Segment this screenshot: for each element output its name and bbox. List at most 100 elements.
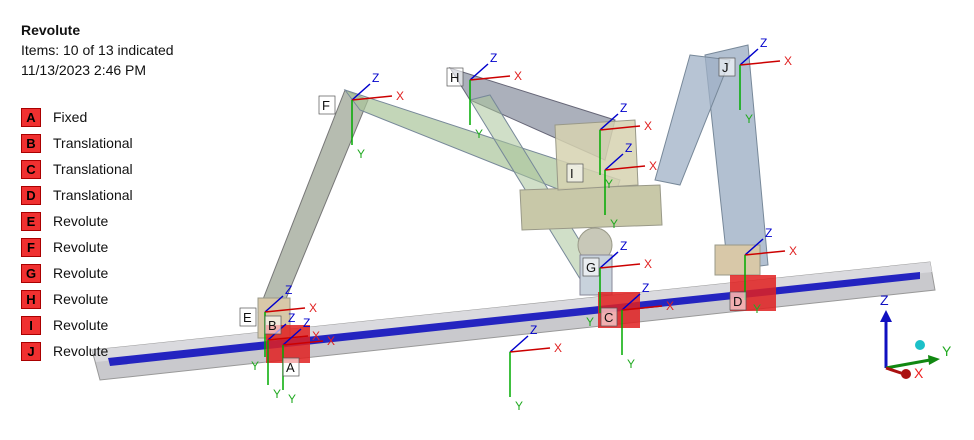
svg-text:B: B: [268, 318, 277, 333]
legend-label: Translational: [53, 161, 133, 177]
joint-label-j[interactable]: J: [718, 57, 736, 77]
top-block: [519, 184, 663, 231]
axis-label-z: Z: [303, 316, 310, 330]
items-indicated: Items: 10 of 13 indicated: [21, 42, 174, 58]
axis-label-z: Z: [620, 101, 627, 115]
joint-label-a[interactable]: A: [282, 357, 300, 377]
svg-text:D: D: [733, 294, 742, 309]
header-title: Revolute: [21, 22, 81, 38]
details-header: Revolute Items: 10 of 13 indicated 11/13…: [21, 20, 174, 80]
svg-text:I: I: [570, 166, 574, 181]
axis-label-z: Z: [620, 239, 627, 253]
svg-text:C: C: [604, 310, 613, 325]
legend-label: Revolute: [53, 239, 109, 255]
legend-label: Revolute: [53, 213, 109, 229]
svg-text:J: J: [722, 60, 729, 75]
axis-label-z: Z: [372, 71, 379, 85]
joint-label-c[interactable]: C: [600, 307, 618, 327]
timestamp: 11/13/2023 2:46 PM: [21, 62, 147, 78]
legend-letter-box: H: [21, 289, 41, 309]
axis-label-y: Y: [627, 357, 635, 371]
axis-label-x: X: [312, 329, 320, 343]
axis-label-x: X: [396, 89, 404, 103]
legend-item-j[interactable]: J Revolute: [21, 338, 133, 364]
axis-label-x: X: [644, 257, 652, 271]
axis-label-y: Y: [610, 217, 618, 231]
joint-coordinate-triad: Z X Y: [621, 281, 674, 371]
joint-label-h[interactable]: H: [446, 67, 464, 87]
svg-text:F: F: [322, 98, 330, 113]
axis-label-x: X: [666, 299, 674, 313]
isometric-view-ball[interactable]: [915, 340, 925, 350]
joint-label-d[interactable]: D: [729, 291, 747, 311]
axis-label-y: Y: [251, 359, 259, 373]
legend-item-c[interactable]: C Translational: [21, 156, 133, 182]
axis-label-x: X: [554, 341, 562, 355]
legend-label: Translational: [53, 135, 133, 151]
axis-label-y: Y: [475, 127, 483, 141]
legend-letter-box: J: [21, 341, 41, 361]
legend-item-h[interactable]: H Revolute: [21, 286, 133, 312]
legend-letter-box: C: [21, 159, 41, 179]
axis-label-y: Y: [942, 343, 952, 359]
joint-coordinate-triad: Z X Y: [469, 51, 522, 141]
svg-text:E: E: [243, 310, 252, 325]
legend-item-f[interactable]: F Revolute: [21, 234, 133, 260]
joint-label-g[interactable]: G: [582, 257, 600, 277]
axis-label-x: X: [914, 365, 924, 381]
axis-label-y: Y: [745, 112, 753, 126]
legend-label: Revolute: [53, 343, 109, 359]
joint-coordinate-triad: Z X Y: [604, 141, 657, 231]
legend-label: Revolute: [53, 291, 109, 307]
axis-label-y: Y: [605, 177, 613, 191]
link-j-vertical: [704, 44, 769, 271]
axis-label-z: Z: [530, 323, 537, 337]
legend-label: Fixed: [53, 109, 88, 125]
joint-label-i[interactable]: I: [566, 163, 584, 183]
axis-label-y: Y: [586, 315, 594, 329]
svg-text:H: H: [450, 70, 459, 85]
axis-label-x: X: [649, 159, 657, 173]
axis-label-z: Z: [880, 292, 889, 308]
legend-label: Revolute: [53, 317, 109, 333]
joint-label-f[interactable]: F: [318, 95, 336, 115]
axis-label-z: Z: [490, 51, 497, 65]
link-j-horizontal: [654, 54, 731, 186]
legend-label: Translational: [53, 187, 133, 203]
legend-item-a[interactable]: A Fixed: [21, 104, 133, 130]
joint-coordinate-triad: ZXY: [251, 283, 317, 373]
joint-coordinate-triad: ZXY: [599, 101, 652, 191]
axis-label-y: Y: [273, 387, 281, 401]
base-d: [714, 244, 761, 276]
legend-letter-box: I: [21, 315, 41, 335]
joint-coordinate-triad: ZXY: [586, 239, 652, 329]
axis-label-z: Z: [760, 36, 767, 50]
joint-coordinate-triad: ZXY: [739, 36, 792, 126]
legend-letter-box: F: [21, 237, 41, 257]
joint-label-e[interactable]: E: [239, 307, 257, 327]
joint-label-b[interactable]: B: [264, 315, 282, 335]
joint-coordinate-triad: Z X Y: [351, 71, 404, 161]
axis-label-z: Z: [288, 311, 295, 325]
svg-text:G: G: [586, 260, 596, 275]
axis-label-y: Y: [357, 147, 365, 161]
legend-letter-box: G: [21, 263, 41, 283]
legend-item-i[interactable]: I Revolute: [21, 312, 133, 338]
axis-label-x: X: [514, 69, 522, 83]
legend-letter-box: A: [21, 107, 41, 127]
axis-label-y: Y: [753, 302, 761, 316]
axis-label-z: Z: [765, 226, 772, 240]
axis-label-x: X: [309, 301, 317, 315]
axis-label-z: Z: [285, 283, 292, 297]
axis-label-z: Z: [642, 281, 649, 295]
svg-text:A: A: [286, 360, 295, 375]
axis-label-y: Y: [288, 392, 296, 406]
axis-label-y: Y: [515, 399, 523, 413]
axis-label-x: X: [327, 334, 335, 348]
axis-label-z: Z: [625, 141, 632, 155]
